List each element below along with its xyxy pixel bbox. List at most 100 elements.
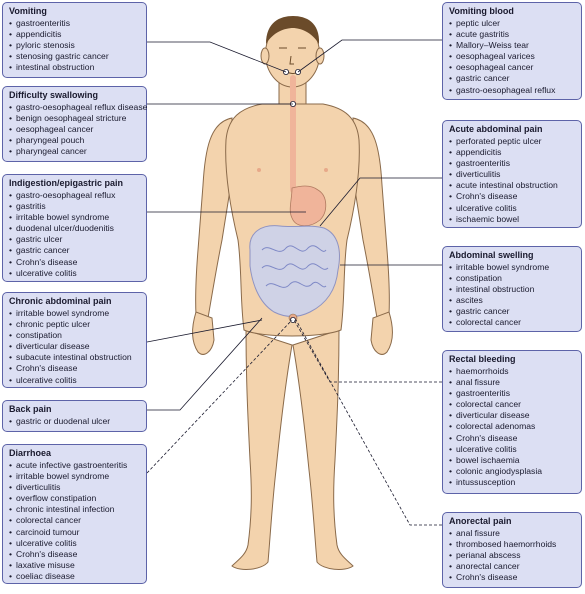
list-item: carcinoid tumour [9,527,140,538]
list-item: perianal abscess [449,550,575,561]
info-box-vomiting-blood: Vomiting blood peptic ulcer acute gastri… [442,2,582,100]
box-list: perforated peptic ulcer appendicitis gas… [449,136,575,225]
leader-lines [146,39,442,526]
torso-details [257,168,328,172]
list-item: anal fissure [449,377,575,388]
list-item: colorectal adenomas [449,421,575,432]
list-item: Crohn's disease [9,549,140,560]
box-title: Anorectal pain [449,516,512,526]
list-item: haemorrhoids [449,366,575,377]
list-item: chronic peptic ulcer [9,319,140,330]
list-item: gastric cancer [9,245,140,256]
list-item: irritable bowel syndrome [449,262,575,273]
list-item: ischaemic bowel [449,214,575,225]
list-item: diverticulitis [449,169,575,180]
box-title: Abdominal swelling [449,250,534,260]
list-item: oesophageal cancer [9,124,140,135]
info-box-anorectal-pain: Anorectal pain anal fissure thrombosed h… [442,512,582,588]
list-item: ulcerative colitis [449,203,575,214]
list-item: Crohn's disease [9,257,140,268]
list-item: gastric cancer [449,306,575,317]
list-item: colorectal cancer [449,317,575,328]
list-item: Crohn's disease [449,191,575,202]
list-item: acute gastritis [449,29,575,40]
list-item: pharyngeal pouch [9,135,140,146]
list-item: constipation [449,273,575,284]
box-list: anal fissure thrombosed haemorrhoids per… [449,528,575,583]
box-title: Chronic abdominal pain [9,296,112,306]
list-item: ascites [449,295,575,306]
box-list: gastroenteritis appendicitis pyloric ste… [9,18,140,73]
list-item: gastroenteritis [9,18,140,29]
info-box-difficulty-swallowing: Difficulty swallowing gastro-oesophageal… [2,86,147,162]
box-title: Vomiting blood [449,6,514,16]
list-item: perforated peptic ulcer [449,136,575,147]
list-item: Mallory–Weiss tear [449,40,575,51]
list-item: gastro-oesophageal reflux disease [9,102,147,113]
list-item: diverticular disease [9,341,140,352]
info-box-rectal-bleeding: Rectal bleeding haemorrhoids anal fissur… [442,350,582,494]
box-title: Difficulty swallowing [9,90,99,100]
list-item: appendicitis [449,147,575,158]
info-box-vomiting: Vomiting gastroenteritis appendicitis py… [2,2,147,78]
list-item: subacute intestinal obstruction [9,352,140,363]
list-item: ulcerative colitis [9,538,140,549]
list-item: coeliac disease [9,571,140,582]
list-item: gastro-oesophageal reflux [449,85,575,96]
list-item: colonic angiodysplasia [449,466,575,477]
list-item: overflow constipation [9,493,140,504]
list-item: appendicitis [9,29,140,40]
box-title: Acute abdominal pain [449,124,543,134]
list-item: gastric ulcer [9,234,140,245]
info-box-chronic-abdominal-pain: Chronic abdominal pain irritable bowel s… [2,292,147,388]
list-item: intestinal obstruction [449,284,575,295]
info-box-back-pain: Back pain gastric or duodenal ulcer [2,400,147,432]
box-list: irritable bowel syndrome constipation in… [449,262,575,329]
list-item: oesophageal cancer [449,62,575,73]
list-item: irritable bowel syndrome [9,308,140,319]
hair [266,16,320,44]
info-box-indigestion: Indigestion/epigastric pain gastro-oesop… [2,174,147,282]
list-item: gastro-oesophageal reflux [9,190,140,201]
list-item: gastroenteritis [449,158,575,169]
list-item: gastric or duodenal ulcer [9,416,140,427]
list-item: pyloric stenosis [9,40,140,51]
stomach [289,185,327,227]
list-item: irritable bowel syndrome [9,471,140,482]
list-item: diverticulitis [9,482,140,493]
list-item: colorectal cancer [9,515,140,526]
list-item: bowel ischaemia [449,455,575,466]
list-item: irritable bowel syndrome [9,212,140,223]
list-item: gastroenteritis [449,388,575,399]
list-item: Crohn's disease [449,433,575,444]
list-item: pharyngeal cancer [9,146,140,157]
box-list: acute infective gastroenteritis irritabl… [9,460,140,582]
info-box-diarrhoea: Diarrhoea acute infective gastroenteriti… [2,444,147,584]
box-list: peptic ulcer acute gastritis Mallory–Wei… [449,18,575,96]
box-list: gastro-oesophageal reflux gastritis irri… [9,190,140,279]
list-item: ulcerative colitis [9,375,140,386]
list-item: chronic intestinal infection [9,504,140,515]
list-item: anal fissure [449,528,575,539]
list-item: ulcerative colitis [9,268,140,279]
box-title: Indigestion/epigastric pain [9,178,124,188]
list-item: colorectal cancer [449,399,575,410]
list-item: oesophageal varices [449,51,575,62]
box-title: Back pain [9,404,52,414]
box-list: gastric or duodenal ulcer [9,416,140,427]
box-list: irritable bowel syndrome chronic peptic … [9,308,140,386]
list-item: stenosing gastric cancer [9,51,140,62]
list-item: intussusception [449,477,575,488]
box-title: Diarrhoea [9,448,52,458]
list-item: diverticular disease [449,410,575,421]
list-item: gastritis [9,201,140,212]
box-list: haemorrhoids anal fissure gastroenteriti… [449,366,575,488]
list-item: duodenal ulcer/duodenitis [9,223,140,234]
list-item: ulcerative colitis [449,444,575,455]
box-list: gastro-oesophageal reflux disease benign… [9,102,147,157]
list-item: Crohn's disease [449,572,575,583]
list-item: Crohn's disease [9,363,140,374]
box-title: Rectal bleeding [449,354,516,364]
info-box-acute-abdominal-pain: Acute abdominal pain perforated peptic u… [442,120,582,228]
list-item: acute infective gastroenteritis [9,460,140,471]
